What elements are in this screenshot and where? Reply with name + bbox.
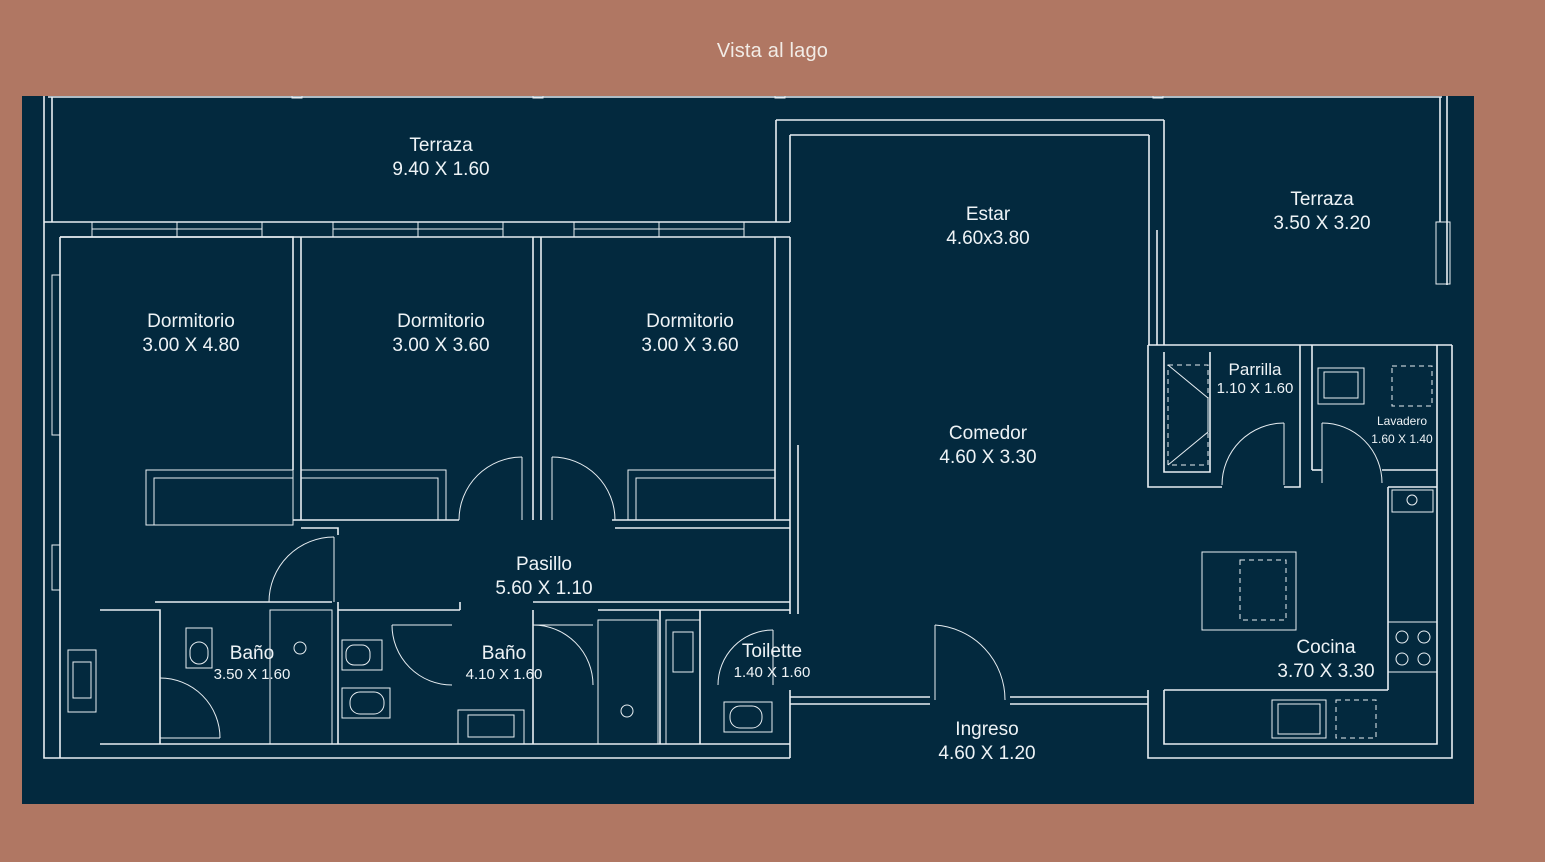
room-size: 1.10 X 1.60 xyxy=(1216,380,1294,398)
room-name: Pasillo xyxy=(516,554,572,575)
room-size: 4.60 X 3.30 xyxy=(939,446,1037,468)
room-size: 3.00 X 3.60 xyxy=(641,334,739,356)
room-size: 3.50 X 3.20 xyxy=(1273,212,1371,234)
room-size: 9.40 X 1.60 xyxy=(392,158,490,180)
room-label-cocina: Cocina 3.70 X 3.30 xyxy=(1277,636,1374,684)
plan-caption: Vista al lago xyxy=(716,40,829,62)
room-label-dormitorio-1: Dormitorio 3.00 X 4.80 xyxy=(142,310,239,358)
floor-plan: Terraza 9.40 X 1.60 Dormitorio 3.00 X 4.… xyxy=(22,96,1474,804)
room-label-comedor: Comedor 4.60 X 3.30 xyxy=(939,422,1036,470)
room-label-toilette: Toilette 1.40 X 1.60 xyxy=(734,640,811,683)
room-size: 3.50 X 1.60 xyxy=(213,665,291,683)
room-name: Estar xyxy=(965,204,1011,225)
room-name: Terraza xyxy=(409,135,473,156)
room-size: 4.60x3.80 xyxy=(946,227,1030,249)
room-label-ingreso: Ingreso 4.60 X 1.20 xyxy=(938,718,1035,766)
room-name: Dormitorio xyxy=(147,311,235,332)
room-label-estar: Estar 4.60x3.80 xyxy=(946,203,1029,251)
room-name: Dormitorio xyxy=(397,311,485,332)
kitchen-fixtures xyxy=(1164,486,1438,739)
room-label-terraza-1: Terraza 9.40 X 1.60 xyxy=(392,134,489,182)
room-name: Terraza xyxy=(1290,189,1354,210)
room-size: 4.10 X 1.60 xyxy=(465,665,543,683)
doors xyxy=(159,422,1383,739)
terrace-railing xyxy=(43,96,1451,285)
service-area xyxy=(1147,345,1437,488)
room-name: Cocina xyxy=(1296,637,1356,658)
room-size: 3.00 X 3.60 xyxy=(392,334,490,356)
room-label-parrilla: Parrilla 1.10 X 1.60 xyxy=(1217,359,1294,399)
wardrobes xyxy=(145,469,776,526)
room-name: Lavadero xyxy=(1376,414,1428,428)
room-size: 3.00 X 4.80 xyxy=(142,334,240,356)
room-label-bano-2: Baño 4.10 X 1.60 xyxy=(466,642,543,685)
room-name: Parrilla xyxy=(1228,360,1282,379)
room-label-terraza-2: Terraza 3.50 X 3.20 xyxy=(1273,188,1370,236)
room-name: Baño xyxy=(229,643,275,664)
room-label-lavadero: Lavadero 1.60 X 1.40 xyxy=(1371,414,1432,447)
room-name: Baño xyxy=(481,643,527,664)
room-size: 1.40 X 1.60 xyxy=(733,663,811,681)
room-label-dormitorio-3: Dormitorio 3.00 X 3.60 xyxy=(641,310,738,358)
bedroom-windows xyxy=(51,221,745,591)
room-name: Toilette xyxy=(741,641,803,662)
room-size: 4.60 X 1.20 xyxy=(938,742,1036,764)
room-label-dormitorio-2: Dormitorio 3.00 X 3.60 xyxy=(392,310,489,358)
bathroom-fixtures xyxy=(67,609,773,745)
room-label-pasillo: Pasillo 5.60 X 1.10 xyxy=(495,553,592,601)
room-name: Dormitorio xyxy=(646,311,734,332)
interior-walls xyxy=(59,236,790,758)
room-label-bano-1: Baño 3.50 X 1.60 xyxy=(214,642,291,685)
room-size: 5.60 X 1.10 xyxy=(495,577,593,599)
room-name: Comedor xyxy=(948,423,1028,444)
room-name: Ingreso xyxy=(955,719,1019,740)
room-size: 3.70 X 3.30 xyxy=(1277,660,1375,682)
room-size: 1.60 X 1.40 xyxy=(1371,432,1433,446)
floor-plan-drawing xyxy=(43,96,1453,759)
